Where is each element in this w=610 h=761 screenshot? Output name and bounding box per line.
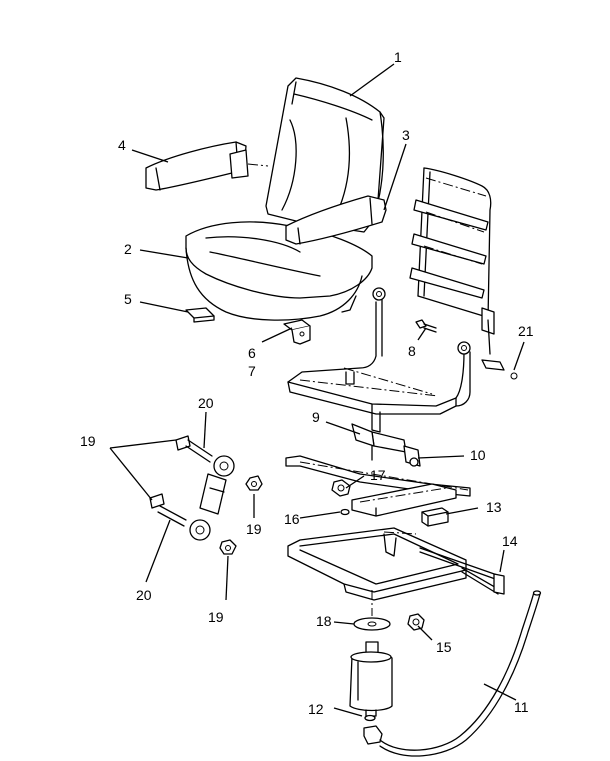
bracket-6-7 — [283, 319, 311, 345]
callout-1: 1 — [394, 49, 402, 65]
callout-5: 5 — [124, 291, 132, 307]
callout-20-a: 20 — [198, 395, 214, 411]
nut-15 — [407, 613, 425, 631]
bracket-5 — [185, 307, 215, 323]
callout-7: 7 — [248, 363, 256, 379]
callout-8: 8 — [408, 343, 416, 359]
callout-21: 21 — [518, 323, 534, 339]
callout-19-c: 19 — [208, 609, 224, 625]
callout-18: 18 — [316, 613, 332, 629]
callout-10: 10 — [470, 447, 486, 463]
seat-back — [265, 77, 385, 233]
leader-lines — [109, 63, 525, 717]
shock-absorber — [149, 435, 263, 555]
callout-3: 3 — [402, 127, 410, 143]
washer-16 — [340, 508, 350, 516]
callout-15: 15 — [436, 639, 452, 655]
armrest-right — [285, 195, 387, 245]
nut-17 — [331, 479, 351, 497]
base-plate — [287, 527, 467, 601]
seat-cushion — [185, 221, 373, 321]
callout-17: 17 — [370, 467, 386, 483]
callout-12: 12 — [308, 701, 324, 717]
callout-6: 6 — [248, 345, 256, 361]
block-13 — [421, 507, 449, 527]
slide-rail-assembly — [285, 423, 471, 497]
callout-9: 9 — [312, 409, 320, 425]
carriage-plate — [351, 483, 457, 517]
callout-19-b: 19 — [246, 521, 262, 537]
callout-labels: 1 2 3 4 5 6 7 8 9 10 11 12 13 14 15 16 1… — [80, 49, 534, 717]
bolt-8 — [415, 319, 437, 333]
seat-support-frame — [287, 287, 471, 433]
armrest-left — [145, 141, 269, 191]
callout-20-b: 20 — [136, 587, 152, 603]
callout-16: 16 — [284, 511, 300, 527]
callout-4: 4 — [118, 137, 126, 153]
backrest-frame — [409, 167, 518, 380]
callout-13: 13 — [486, 499, 502, 515]
fitting-12 — [363, 714, 383, 745]
mount-plate-18 — [353, 590, 391, 631]
hose-11 — [379, 590, 542, 757]
callout-19-a: 19 — [80, 433, 96, 449]
air-spring — [349, 641, 393, 717]
pins-14 — [419, 547, 505, 595]
callout-14: 14 — [502, 533, 518, 549]
callout-2: 2 — [124, 241, 132, 257]
callout-11: 11 — [514, 699, 529, 715]
